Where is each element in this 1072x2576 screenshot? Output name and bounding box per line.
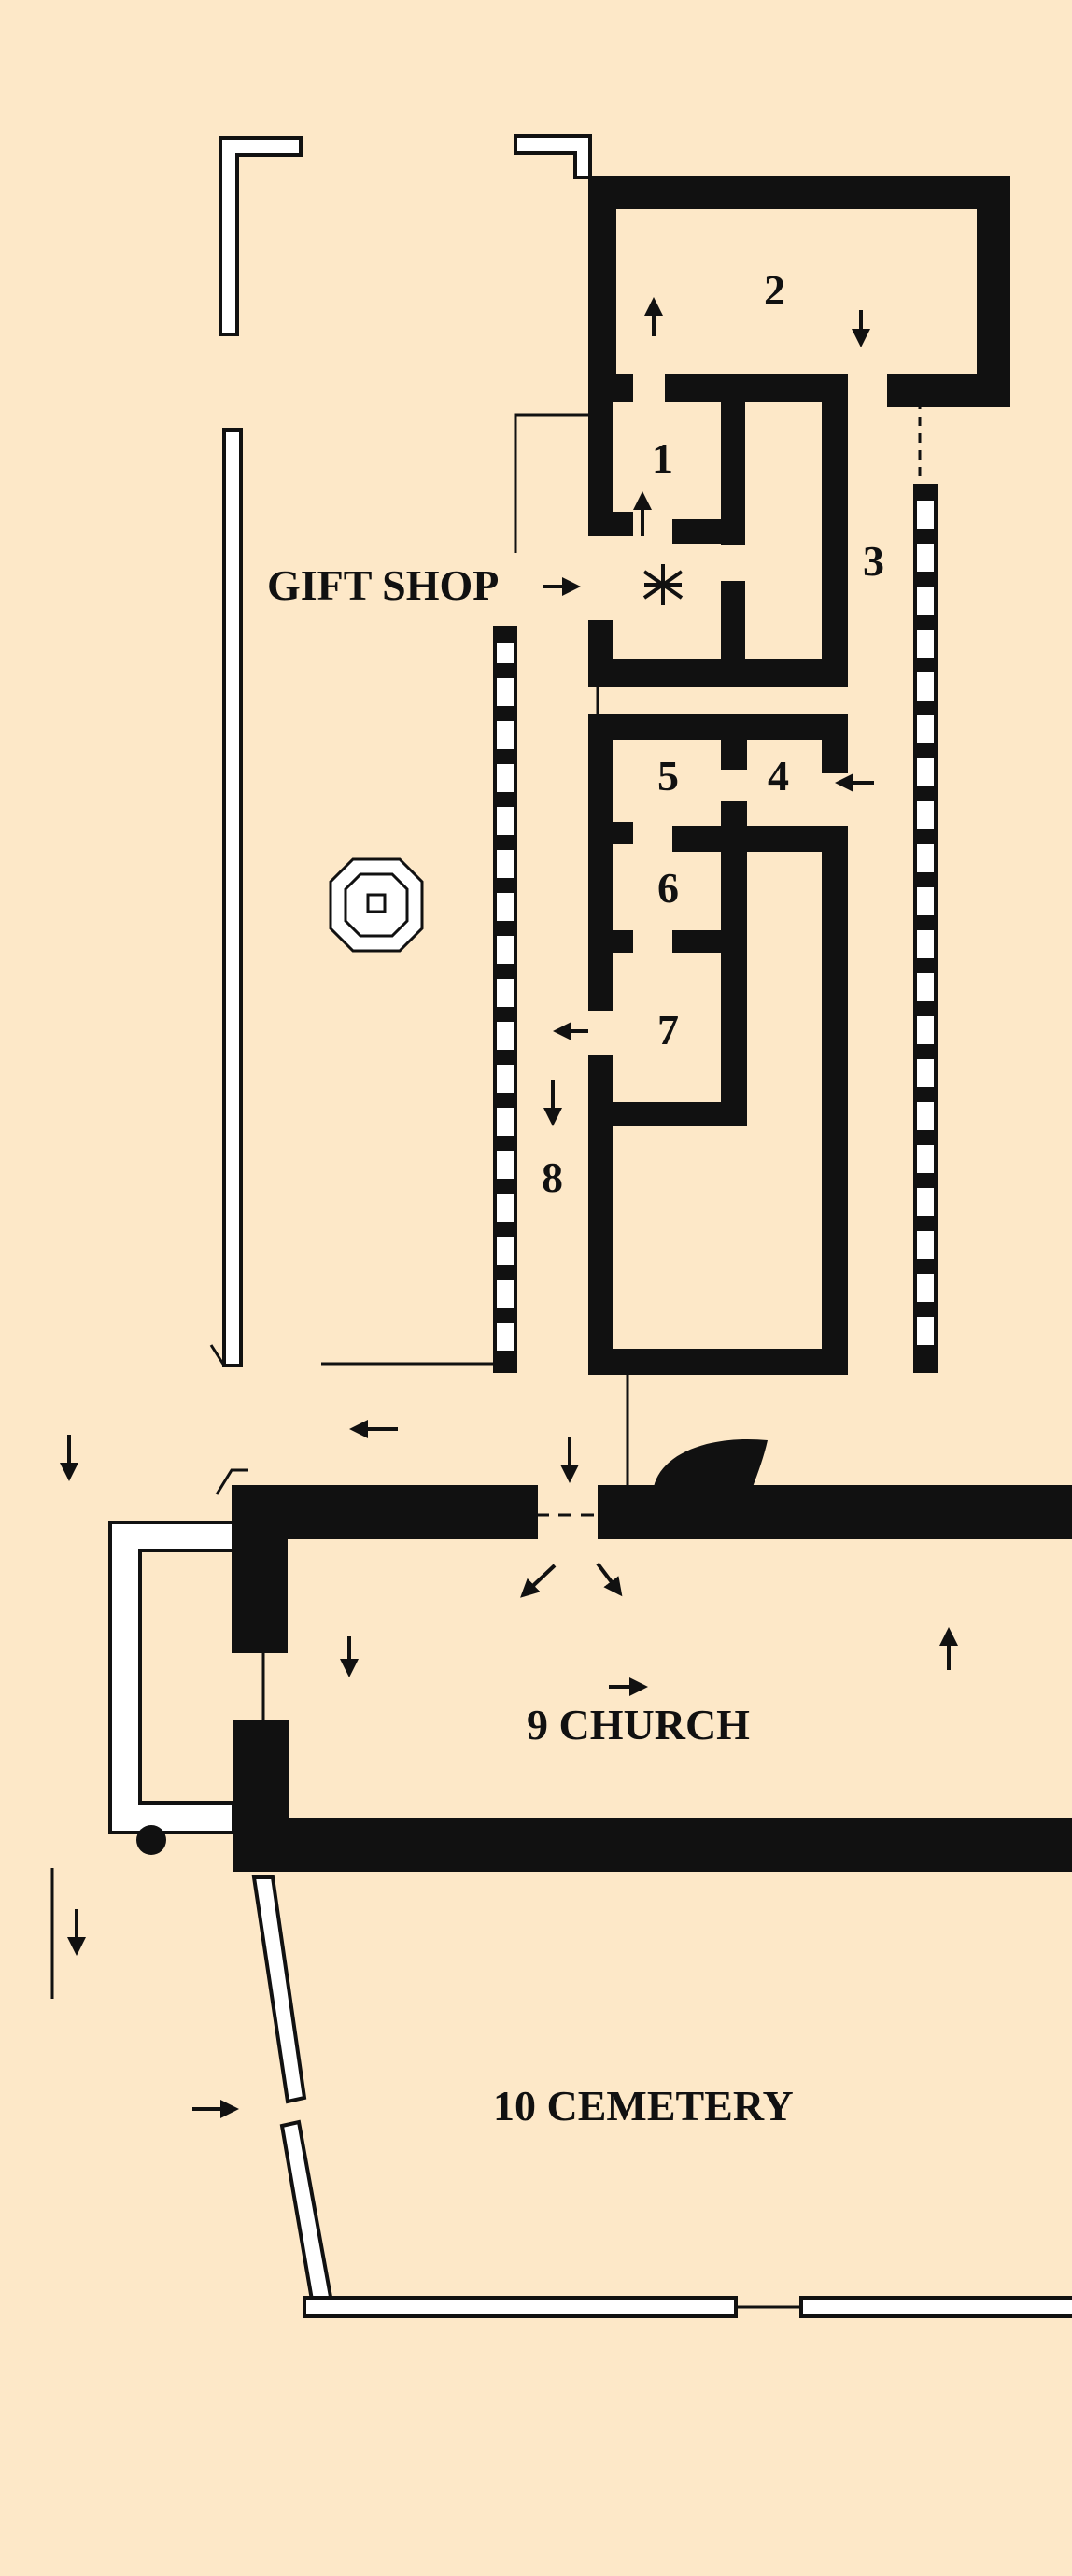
room2-right-wall xyxy=(977,176,1010,407)
window-wall-left xyxy=(493,626,517,1373)
room2-bottom-right-wall xyxy=(887,374,1010,407)
porch-tick-mark xyxy=(215,1468,248,1495)
cemetery-label: 10 CEMETERY xyxy=(493,2082,794,2130)
corner-tick-mark xyxy=(209,1344,226,1366)
room7-left-wall xyxy=(588,930,613,1011)
corner-wall-top-left xyxy=(219,136,303,336)
church-apse-bump xyxy=(654,1438,768,1487)
room5-bottom-wall xyxy=(672,826,848,852)
church-left-pier-lower xyxy=(233,1720,289,1872)
room-label-6: 6 xyxy=(657,864,679,912)
room4-right-wall xyxy=(822,714,848,773)
church-label: 9 CHURCH xyxy=(527,1701,750,1748)
arrow-icon xyxy=(520,1564,557,1598)
church-left-pier-upper xyxy=(232,1485,288,1653)
room-label-8: 8 xyxy=(542,1154,563,1201)
room6-inner-wall xyxy=(721,826,747,1111)
room5-top-wall xyxy=(588,714,848,740)
room-label-2: 2 xyxy=(764,266,785,314)
cemetery-wall-lower xyxy=(279,2119,335,2314)
room2-left-wall xyxy=(588,176,616,396)
room1-top-wall xyxy=(665,374,846,402)
room3-right-wall xyxy=(822,374,848,687)
cemetery-wall-bottom-2 xyxy=(799,2296,1072,2318)
cemetery-wall-bottom-1 xyxy=(303,2296,738,2318)
arrow-icon xyxy=(596,1562,623,1597)
room3-lower-right-wall xyxy=(822,826,848,1373)
window-mullions xyxy=(493,486,938,1371)
octagon-well-icon xyxy=(329,857,424,953)
room1-inner-stub xyxy=(672,519,745,544)
room8-bottom-wall xyxy=(588,1349,848,1375)
long-left-wall xyxy=(222,428,243,1367)
room-label-4: 4 xyxy=(768,752,789,800)
room-label-1: 1 xyxy=(652,434,673,482)
church-door-knob xyxy=(136,1825,166,1855)
corner-wall-top-right xyxy=(514,134,592,179)
room-label-7: 7 xyxy=(657,1006,679,1054)
room7-bottom-wall xyxy=(588,1102,747,1126)
gift-shop-label: GIFT SHOP xyxy=(267,561,499,609)
room4-top-stub xyxy=(721,714,747,770)
room1-left-wall-upper xyxy=(588,396,613,527)
arrows xyxy=(60,297,958,2118)
cemetery-wall-upper xyxy=(251,1875,307,2104)
room-label-3: 3 xyxy=(863,537,884,585)
church-bottom-wall xyxy=(233,1818,1072,1872)
room-label-5: 5 xyxy=(657,752,679,800)
church-porch-outline xyxy=(108,1521,235,1834)
room1-bottom-wall xyxy=(588,659,848,687)
church-top-wall-right xyxy=(598,1485,1072,1539)
room8-left-wall xyxy=(588,1055,613,1373)
gift-shop-wall-line xyxy=(514,413,588,553)
room1-left-stub xyxy=(588,512,633,536)
room6-right-stub xyxy=(672,930,747,953)
heavy-walls xyxy=(136,176,1072,1872)
asterisk-icon xyxy=(642,564,684,605)
room2-top-wall xyxy=(588,176,1010,209)
